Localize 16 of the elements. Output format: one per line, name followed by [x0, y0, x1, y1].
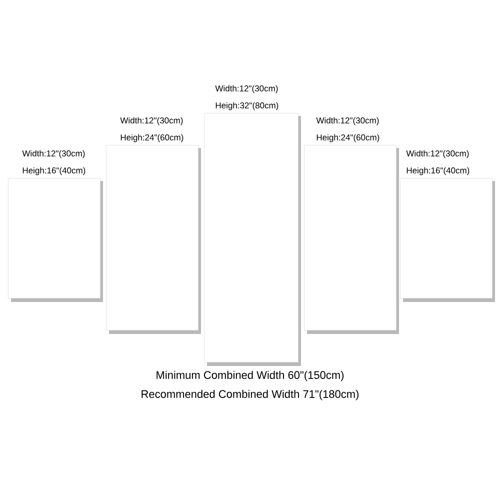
dimension-text: Heigh:32"(80cm) — [216, 102, 278, 110]
canvas-panel — [8, 178, 103, 302]
canvas-panel — [106, 145, 201, 334]
combined-width-note: Recommended Combined Width 71"(180cm) — [142, 390, 359, 400]
dimension-text: Width:12"(30cm) — [406, 150, 469, 158]
dimension-text: Heigh:24"(60cm) — [120, 134, 184, 142]
dimension-text: Width:12"(30cm) — [215, 85, 278, 94]
dimension-text: Width:12"(30cm) — [120, 117, 183, 126]
dimension-text: Width:12"(30cm) — [316, 117, 379, 126]
dimension-text: Heigh:24"(60cm) — [316, 134, 380, 142]
canvas-panel — [400, 178, 495, 302]
canvas-panel — [304, 145, 399, 334]
dimension-text: Width:12"(30cm) — [22, 150, 85, 158]
dimension-text: Heigh:16"(40cm) — [22, 167, 86, 176]
canvas-panel — [204, 113, 301, 366]
dimension-text: Heigh:16"(40cm) — [406, 167, 470, 176]
